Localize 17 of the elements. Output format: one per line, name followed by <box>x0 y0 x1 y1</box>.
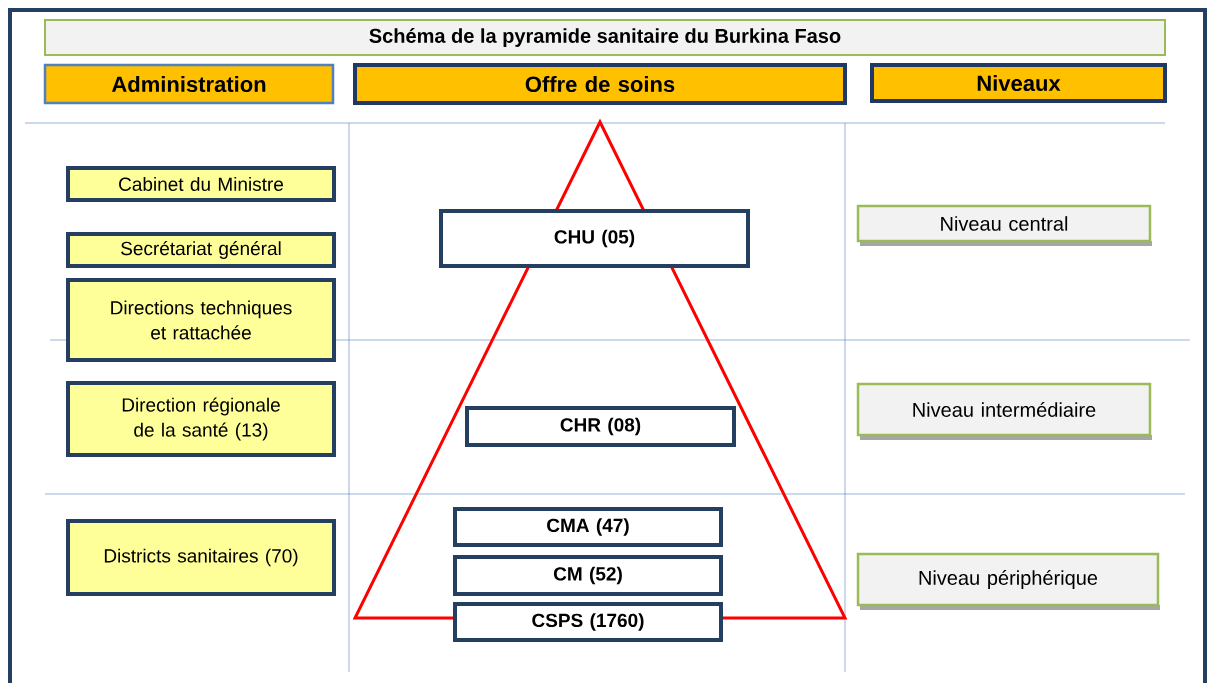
administration-box: Secrétariat général <box>66 232 336 268</box>
title-banner: Schéma de la pyramide sanitaire du Burkina Faso <box>44 19 1166 56</box>
facility-box: CHR (08) <box>465 406 736 447</box>
level-box: Niveau intermédiaire <box>856 382 1152 440</box>
level-box: Niveau périphérique <box>856 552 1160 610</box>
administration-box: Direction régionale de la santé (13) <box>66 381 336 457</box>
facility-box: CM (52) <box>453 555 723 596</box>
facility-box: CMA (47) <box>453 507 723 547</box>
facility-box: CSPS (1760) <box>453 602 723 642</box>
column-header: Offre de soins <box>353 63 847 105</box>
facility-box: CHU (05) <box>439 209 750 268</box>
administration-box: Districts sanitaires (70) <box>66 519 336 596</box>
administration-box: Directions techniques et rattachée <box>66 278 336 362</box>
level-box: Niveau central <box>856 204 1152 246</box>
administration-box: Cabinet du Ministre <box>66 166 336 202</box>
column-header: Niveaux <box>870 63 1167 103</box>
column-header: Administration <box>43 63 335 105</box>
